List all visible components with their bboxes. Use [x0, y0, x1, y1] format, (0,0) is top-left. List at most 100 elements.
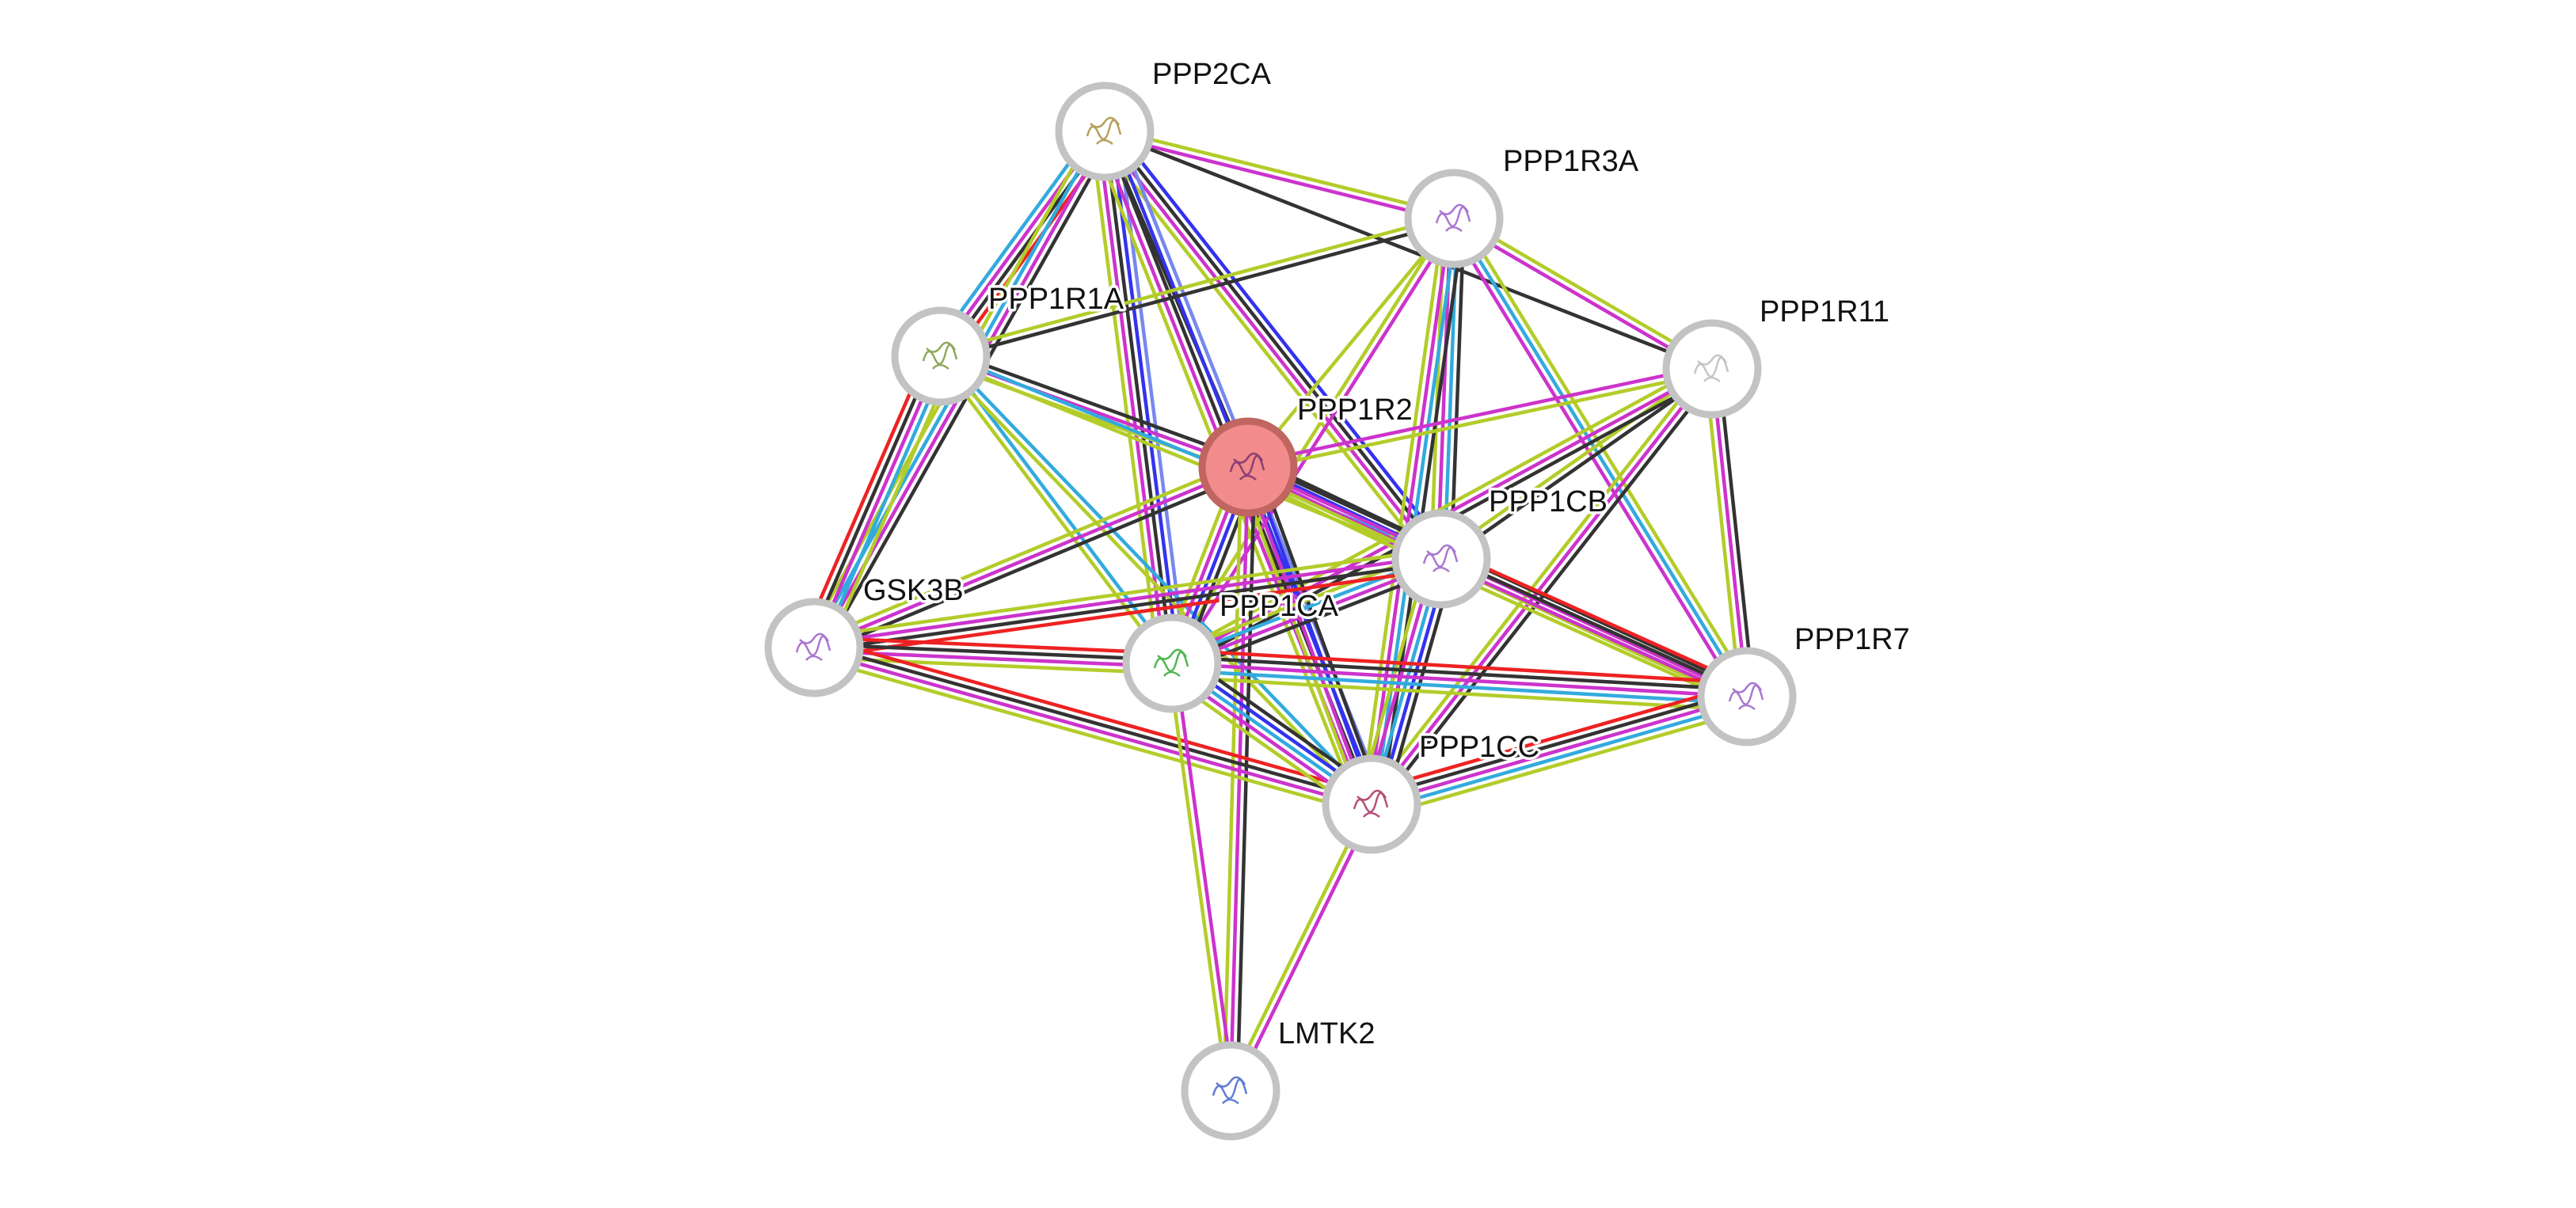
- query-node-circle[interactable]: [1198, 417, 1298, 517]
- edge-line-magenta: [1242, 466, 1371, 807]
- nodes-layer: [764, 82, 1797, 1141]
- node-label-ppp1cc: PPP1CC: [1419, 731, 1539, 764]
- edge-line-green: [810, 547, 1442, 640]
- edge-line-green: [809, 458, 1247, 644]
- node-circle[interactable]: [1122, 613, 1222, 713]
- edge-line-cyan: [1372, 217, 1459, 807]
- protein-structure-icon: [1229, 452, 1265, 481]
- edge-line-green: [1360, 215, 1446, 805]
- node-circle[interactable]: [1181, 1041, 1280, 1141]
- edge-line-magenta: [812, 354, 943, 650]
- edge-line-magenta: [1369, 367, 1714, 807]
- edge-line-green: [1364, 363, 1709, 803]
- edge-line-green: [936, 356, 1372, 809]
- edge-line-green: [809, 655, 1371, 816]
- edge-line-magenta: [812, 465, 1250, 650]
- node-ppp1cc[interactable]: [1322, 754, 1421, 854]
- edge-line-green: [1246, 216, 1456, 469]
- edge-line-magenta: [1245, 363, 1714, 466]
- edge-ppp1r11-ppp1r2: [1245, 363, 1715, 473]
- edge-ppp1cb-ppp1r7: [1435, 548, 1753, 708]
- edge-ppp1r2-gsk3b: [809, 458, 1253, 656]
- edge-line-magenta: [1173, 661, 1236, 1092]
- edge-line-black: [815, 471, 1253, 656]
- node-ppp2ca[interactable]: [1055, 82, 1155, 181]
- edge-line-black: [1368, 688, 1747, 800]
- edge-line-green: [1225, 800, 1371, 1092]
- edge-line-green: [1169, 674, 1748, 712]
- edge-line-red: [815, 636, 1376, 796]
- protein-structure-icon: [1435, 203, 1471, 232]
- edge-line-black: [1440, 553, 1750, 696]
- protein-structure-icon: [1422, 544, 1459, 572]
- edge-line-green: [1094, 135, 1436, 568]
- edge-line-cyan: [1372, 701, 1751, 813]
- edge-line-magenta: [1710, 367, 1749, 699]
- edge-line-magenta: [812, 553, 1443, 647]
- protein-structure-icon: [795, 632, 831, 661]
- node-gsk3b[interactable]: [764, 598, 864, 697]
- edge-line-black: [939, 219, 1457, 362]
- edge-ppp1r3a-ppp1r11: [1450, 214, 1716, 374]
- node-label-ppp1r11: PPP1R11: [1760, 295, 1889, 329]
- node-label-ppp2ca: PPP2CA: [1152, 58, 1272, 91]
- edge-line-lightblue: [1116, 127, 1188, 664]
- node-ppp1r1a[interactable]: [891, 306, 991, 406]
- node-ppp1r7[interactable]: [1697, 647, 1797, 746]
- edge-line-magenta: [1102, 132, 1455, 224]
- protein-structure-icon: [1693, 354, 1729, 382]
- node-ppp1r3a[interactable]: [1404, 169, 1504, 268]
- edge-ppp1r11-ppp1cc: [1364, 363, 1719, 811]
- node-label-ppp1r7: PPP1R7: [1794, 623, 1910, 656]
- node-label-gsk3b: GSK3B: [863, 574, 964, 607]
- node-circle[interactable]: [891, 306, 991, 406]
- edge-ppp1r3a-ppp1r1a: [938, 213, 1457, 362]
- edge-line-green: [1703, 367, 1742, 700]
- edge-ppp1cc-ppp1r7: [1366, 682, 1752, 819]
- edge-ppp1r1a-ppp1cc: [936, 351, 1376, 809]
- edge-line-cyan: [818, 357, 949, 652]
- node-label-ppp1r1a: PPP1R1A: [988, 283, 1124, 316]
- node-ppp1cb[interactable]: [1391, 509, 1491, 609]
- protein-structure-icon: [1153, 648, 1189, 677]
- node-circle[interactable]: [1322, 754, 1421, 854]
- edge-line-magenta: [1100, 131, 1440, 563]
- edge-line-cyan: [1452, 216, 1749, 699]
- edge-line-green: [1089, 131, 1161, 667]
- edge-line-green: [824, 359, 955, 655]
- edge-line-magenta: [1450, 219, 1713, 374]
- edge-ppp1r2-ppp1cc: [1236, 462, 1383, 810]
- edge-line-cyan: [1170, 668, 1748, 705]
- protein-structure-icon: [1353, 789, 1389, 818]
- edge-ppp1cc-lmtk2: [1225, 800, 1377, 1095]
- edge-line-magenta: [1170, 661, 1749, 699]
- node-ppp1r11[interactable]: [1662, 319, 1762, 419]
- edge-ppp1ca-ppp1r7: [1169, 648, 1750, 712]
- edge-line-green: [1222, 465, 1243, 1093]
- node-circle[interactable]: [1697, 647, 1797, 746]
- edge-gsk3b-ppp1r1a: [800, 348, 955, 655]
- edge-line-green: [1246, 370, 1715, 473]
- node-circle[interactable]: [1391, 509, 1491, 609]
- edge-line-red: [1170, 648, 1750, 686]
- node-circle[interactable]: [764, 598, 864, 697]
- node-label-ppp1r2: PPP1R2: [1297, 393, 1413, 427]
- edge-line-green: [1236, 469, 1364, 810]
- edge-ppp2ca-ppp1r11: [1102, 129, 1714, 371]
- edge-line-red: [800, 348, 930, 644]
- node-circle[interactable]: [1055, 82, 1155, 181]
- node-ppp1r2[interactable]: [1198, 417, 1298, 517]
- node-label-ppp1r3a: PPP1R3A: [1503, 145, 1639, 178]
- edge-line-blue: [1110, 123, 1452, 555]
- edge-line-black: [1102, 129, 1174, 666]
- node-ppp1ca[interactable]: [1122, 613, 1222, 713]
- node-lmtk2[interactable]: [1181, 1041, 1280, 1141]
- edge-ppp1r3a-ppp1cc: [1360, 215, 1466, 808]
- edge-line-red: [1443, 548, 1753, 689]
- edge-line-black: [805, 351, 937, 647]
- edge-ppp1r11-ppp1cb: [1437, 364, 1716, 564]
- node-circle[interactable]: [1662, 319, 1762, 419]
- node-circle[interactable]: [1404, 169, 1504, 268]
